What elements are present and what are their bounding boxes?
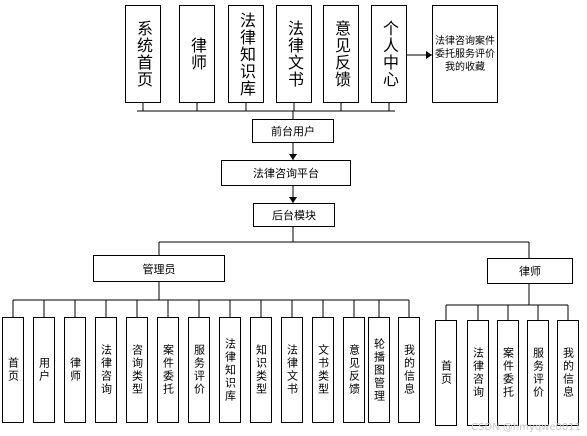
top-module-feedback: 意见反馈 <box>323 5 359 103</box>
frontend-user-box: 前台用户 <box>252 119 334 143</box>
watermark: CSDN @hmyqwe0011 <box>471 422 581 433</box>
top-module-home: 系统首页 <box>125 5 161 103</box>
admin-box: 管理员 <box>93 255 225 282</box>
admin-item-users: 用户 <box>33 317 55 423</box>
lawyer-item-my-info: 我的信息 <box>557 320 579 426</box>
lawyer-item-home: 首页 <box>435 320 457 426</box>
admin-item-case-entrust: 案件委托 <box>157 317 179 423</box>
backend-module-box: 后台模块 <box>253 203 335 227</box>
lawyer-role-box: 律师 <box>487 258 573 284</box>
top-module-law-knowledge: 法律知识库 <box>228 5 264 103</box>
admin-item-law-documents: 法律文书 <box>281 317 303 423</box>
lawyer-item-legal-consult: 法律咨询 <box>467 320 489 426</box>
top-module-personal-center: 个人中心 <box>371 5 407 103</box>
lawyer-item-service-review: 服务评价 <box>527 320 549 426</box>
admin-item-lawyers: 律师 <box>64 317 86 423</box>
frontend-platform-arrow <box>289 154 297 160</box>
admin-item-document-type: 文书类型 <box>312 317 334 423</box>
admin-item-knowledge-type: 知识类型 <box>250 317 272 423</box>
admin-item-feedback: 意见反馈 <box>343 317 365 423</box>
personal-center-arrow <box>426 51 432 59</box>
lawyer-item-case-entrust: 案件委托 <box>497 320 519 426</box>
admin-item-legal-consult: 法律咨询 <box>95 317 117 423</box>
top-module-law-documents: 法律文书 <box>276 5 312 103</box>
admin-item-law-knowledge: 法律知识库 <box>219 317 241 423</box>
admin-item-home: 首页 <box>2 317 24 423</box>
admin-item-consult-type: 咨询类型 <box>126 317 148 423</box>
admin-item-my-info: 我的信息 <box>398 317 420 423</box>
admin-item-carousel: 轮播图管理 <box>368 317 390 423</box>
admin-item-service-review: 服务评价 <box>188 317 210 423</box>
personal-center-detail: 法律咨询案件委托服务评价我的收藏 <box>432 5 498 103</box>
platform-backend-arrow <box>289 197 297 203</box>
top-module-lawyer: 律师 <box>179 5 215 103</box>
platform-box: 法律咨询平台 <box>221 160 351 186</box>
